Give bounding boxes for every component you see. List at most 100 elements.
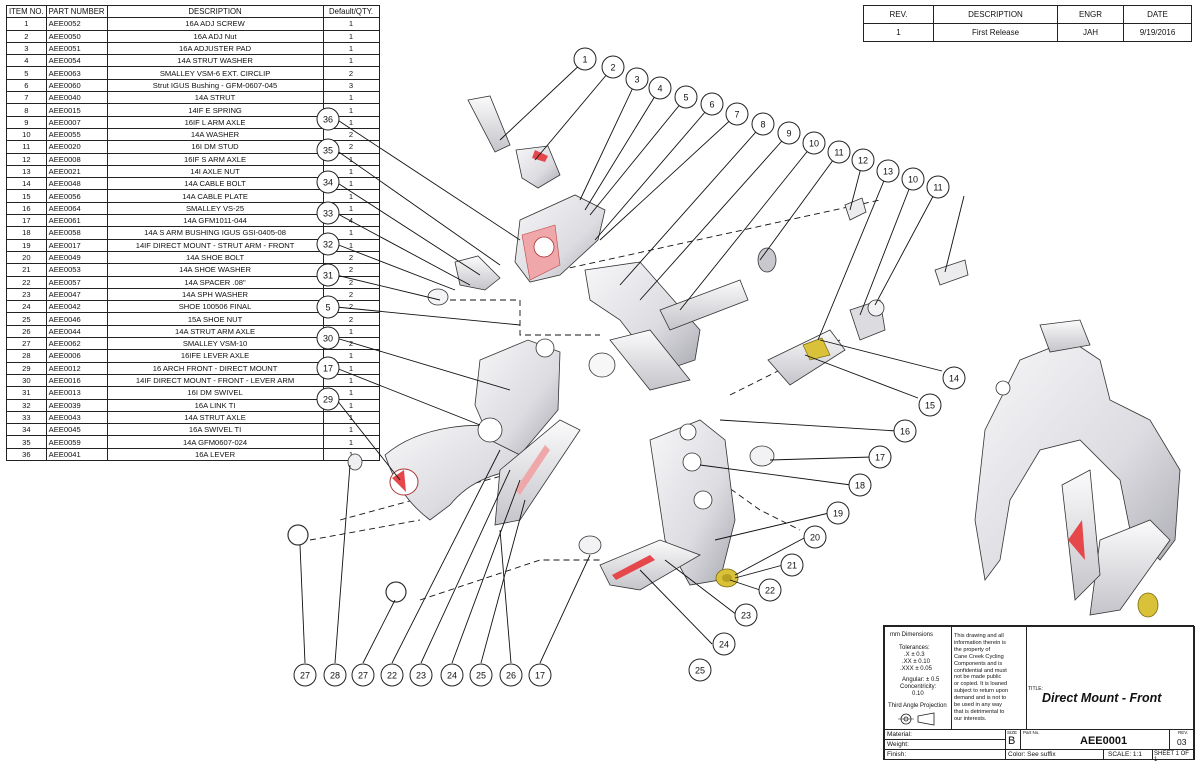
brake-shoe-right xyxy=(578,445,775,591)
concentricity-label: Concentricity: xyxy=(900,684,937,690)
rev-date: 9/19/2016 xyxy=(1123,23,1192,42)
callout-circle xyxy=(601,55,625,79)
callout-number: 26 xyxy=(506,671,516,681)
rev-value: 03 xyxy=(1177,737,1187,747)
callout-number: 23 xyxy=(416,671,426,681)
callout-circle xyxy=(351,663,375,687)
callout-balloon: 29 xyxy=(316,387,340,411)
material-label: Material: xyxy=(887,731,912,738)
arm-axle-part xyxy=(659,247,777,331)
callout-circle xyxy=(409,663,433,687)
drawing-title: Direct Mount - Front xyxy=(1042,691,1162,705)
notice-line: or copied. It is loaned xyxy=(954,681,1008,688)
bom-part-number: AEE0061 xyxy=(45,214,108,228)
lever-part xyxy=(514,194,606,283)
angular-tol: Angular: ± 0.5 xyxy=(902,677,940,683)
callout-number: 20 xyxy=(810,533,820,543)
concentricity-value: 0.10 xyxy=(912,691,924,697)
callout-balloon: 2 xyxy=(601,55,625,79)
dims-title: mm Dimensions xyxy=(890,632,934,638)
bom-header: ITEM NO. PART NUMBER DESCRIPTION Default… xyxy=(6,4,380,19)
callout-circle xyxy=(573,47,597,71)
callout-number: 5 xyxy=(325,303,330,313)
callout-balloon: 11 xyxy=(827,140,851,164)
balloon-layer: 1234567891011121310113635343332315301729… xyxy=(293,47,966,687)
callout-number: 8 xyxy=(760,120,765,130)
third-angle-projection-icon xyxy=(898,712,935,726)
callout-number: 18 xyxy=(855,481,865,491)
callout-number: 35 xyxy=(323,146,333,156)
size-label: SIZE xyxy=(1007,730,1018,735)
callout-number: 24 xyxy=(719,640,729,650)
callout-balloon: 5 xyxy=(674,85,698,109)
callout-number: 17 xyxy=(535,671,545,681)
callout-balloon: 30 xyxy=(316,326,340,350)
callout-circle xyxy=(316,326,340,350)
strut-part xyxy=(584,261,701,391)
rev-description: First Release xyxy=(933,23,1058,42)
callout-number: 21 xyxy=(787,561,797,571)
callout-circle xyxy=(323,663,347,687)
callout-circle xyxy=(316,263,340,287)
bom-qty: 1 xyxy=(322,226,380,240)
callout-circle xyxy=(528,663,552,687)
callout-circle xyxy=(803,525,827,549)
notice-line: demand and is not to xyxy=(954,695,1007,702)
callout-circle xyxy=(316,356,340,380)
callout-number: 3 xyxy=(634,75,639,85)
callout-circle xyxy=(827,140,851,164)
callout-circle xyxy=(848,473,872,497)
part-number-label: Part No. xyxy=(1023,730,1040,735)
callout-number: 22 xyxy=(765,586,775,596)
callout-balloon: 3 xyxy=(625,67,649,91)
callout-number: 36 xyxy=(323,115,333,125)
bom-qty: 1 xyxy=(322,29,380,43)
bom-description: 16I DM STUD xyxy=(106,140,324,154)
callout-circle xyxy=(777,121,801,145)
callout-circle xyxy=(316,170,340,194)
callout-balloon: 27 xyxy=(351,663,375,687)
callout-number: 30 xyxy=(323,334,333,344)
callout-balloon: 10 xyxy=(802,131,826,155)
bom-part-number: AEE0021 xyxy=(45,164,108,179)
bom-part-number: AEE0064 xyxy=(45,201,108,216)
callout-number: 27 xyxy=(300,671,310,681)
assembled-view xyxy=(974,319,1181,618)
sheet-box xyxy=(1152,749,1195,760)
callout-circle xyxy=(499,663,523,687)
callout-circle xyxy=(316,201,340,225)
bom-qty: 2 xyxy=(322,66,380,80)
callout-number: 11 xyxy=(933,183,942,193)
callout-balloon: 22 xyxy=(758,578,782,602)
callout-circle xyxy=(751,112,775,136)
callout-circle xyxy=(293,663,317,687)
callout-balloon: 9 xyxy=(777,121,801,145)
bom-part-number: AEE0055 xyxy=(45,127,108,142)
callout-balloon: 20 xyxy=(803,525,827,549)
bom-qty: 1 xyxy=(322,189,380,203)
weight-label: Weight: xyxy=(887,741,909,748)
size-value: B xyxy=(1008,735,1016,747)
callout-balloon: 13 xyxy=(876,159,900,183)
notice-line: be used in any way xyxy=(954,702,1002,709)
callout-balloon: 19 xyxy=(826,501,850,525)
swivel-link-part xyxy=(427,255,501,306)
callout-circle xyxy=(926,175,950,199)
bom-description: 14A S ARM BUSHING IGUS GSI-0405-08 xyxy=(106,226,324,240)
callout-balloon: 26 xyxy=(499,663,523,687)
bom-item-number: 16 xyxy=(6,201,47,216)
callout-circle xyxy=(674,85,698,109)
callout-balloon: 24 xyxy=(440,663,464,687)
callout-balloon: 17 xyxy=(868,445,892,469)
bom-item-number: 15 xyxy=(6,189,47,203)
callout-balloon: 11 xyxy=(926,175,950,199)
callout-circle xyxy=(316,295,340,319)
adjust-screw-part xyxy=(467,95,511,153)
callout-balloon: 23 xyxy=(734,603,758,627)
